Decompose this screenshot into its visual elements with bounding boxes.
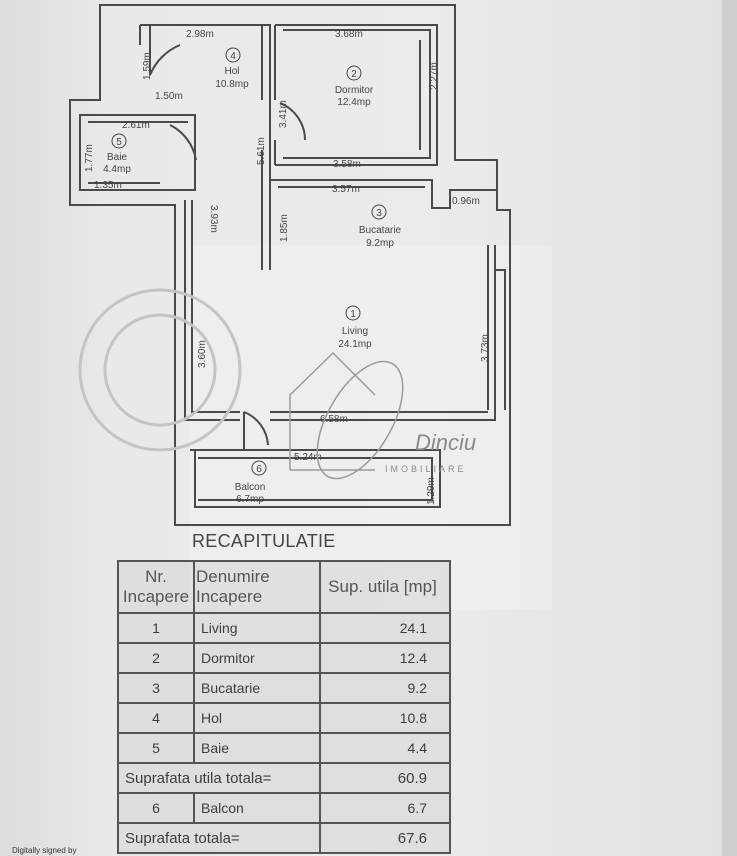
dimension: 1.59m xyxy=(142,52,153,80)
dimension: 2.98m xyxy=(186,29,214,40)
cell-name: Bucatarie xyxy=(193,672,321,704)
header-area: Sup. utila [mp] xyxy=(319,560,451,614)
dimension: 3.58m xyxy=(333,159,361,170)
room-name: Bucatarie xyxy=(359,225,402,236)
room-name: Dormitor xyxy=(335,85,374,96)
dimension-labels: 2.98m 3.68m 1.50m 2.61m 1.35m 3.58m 3.57… xyxy=(84,29,491,505)
dimension: 2.27m xyxy=(429,62,440,90)
room-area: 12.4mp xyxy=(337,97,371,108)
cell-area: 6.7 xyxy=(319,792,451,824)
room-name: Balcon xyxy=(235,482,266,493)
cell-name: Living xyxy=(193,612,321,644)
header-name: Denumire Incapere xyxy=(193,560,321,614)
dimension: 0.96m xyxy=(452,196,480,207)
dimension: 3.41m xyxy=(278,100,289,128)
dimension: 3.73m xyxy=(480,334,491,362)
room-number: 4 xyxy=(230,51,236,62)
watermark-script: Dinciu xyxy=(415,430,476,455)
room-number: 1 xyxy=(350,309,356,320)
dimension: 3.57m xyxy=(332,184,360,195)
room-number: 2 xyxy=(351,69,357,80)
room-number: 6 xyxy=(256,464,262,475)
room-number: 3 xyxy=(376,208,382,219)
cell-name: Dormitor xyxy=(193,642,321,674)
cell-name: Hol xyxy=(193,702,321,734)
dimension: 3.93m xyxy=(208,205,219,233)
room-area: 9.2mp xyxy=(366,238,394,249)
dimension: 1.50m xyxy=(155,91,183,102)
cell-area: 9.2 xyxy=(319,672,451,704)
cell-name: Balcon xyxy=(193,792,321,824)
room-area: 6.7mp xyxy=(236,494,264,505)
cell-name: Baie xyxy=(193,732,321,764)
dimension: 5.61m xyxy=(256,137,267,165)
util-total-row: Suprafata utila totala=60.9 xyxy=(117,762,451,794)
total-row: Suprafata totala=67.6 xyxy=(117,822,451,854)
digital-signature: Digitally signed by xyxy=(12,846,77,855)
total-label: Suprafata totala= xyxy=(117,822,321,854)
util-total-label: Suprafata utila totala= xyxy=(117,762,321,794)
room-area: 24.1mp xyxy=(338,339,372,350)
watermark-logo xyxy=(289,351,404,480)
cell-nr: 1 xyxy=(117,612,195,644)
cell-area: 12.4 xyxy=(319,642,451,674)
dimension: 2.61m xyxy=(122,120,150,131)
watermark-text: IMOBILIARE xyxy=(385,464,467,474)
paper-edge xyxy=(722,0,737,856)
room-number: 5 xyxy=(116,137,122,148)
room-name: Baie xyxy=(107,152,127,163)
total-value: 67.6 xyxy=(319,822,451,854)
cell-nr: 4 xyxy=(117,702,195,734)
dimension: 5.24m xyxy=(294,452,322,463)
dimension: 1.35m xyxy=(94,180,122,191)
floor-plan: 4 Hol 10.8mp 2 Dormitor 12.4mp 5 Baie 4.… xyxy=(69,4,511,526)
room-name: Living xyxy=(342,326,368,337)
dimension: 1.29m xyxy=(426,477,437,505)
cell-area: 24.1 xyxy=(319,612,451,644)
room-name: Hol xyxy=(224,66,239,77)
cell-area: 4.4 xyxy=(319,732,451,764)
cell-nr: 2 xyxy=(117,642,195,674)
room-area: 10.8mp xyxy=(215,79,249,90)
dimension: 1.77m xyxy=(84,144,95,172)
watermark-overlay xyxy=(190,245,552,610)
stamp xyxy=(78,288,242,452)
table-header: Nr. Incapere Denumire Incapere Sup. util… xyxy=(117,560,451,614)
summary-title: RECAPITULATIE xyxy=(192,531,336,551)
cell-area: 10.8 xyxy=(319,702,451,734)
cell-nr: 3 xyxy=(117,672,195,704)
util-total-value: 60.9 xyxy=(319,762,451,794)
room-area: 4.4mp xyxy=(103,164,131,175)
dimension: 3.60m xyxy=(197,340,208,368)
dimension: 3.68m xyxy=(335,29,363,40)
dimension: 1.85m xyxy=(279,214,290,242)
summary-table: Nr. Incapere Denumire Incapere Sup. util… xyxy=(117,560,451,854)
header-nr: Nr. Incapere xyxy=(117,560,195,614)
cell-nr: 6 xyxy=(117,792,195,824)
cell-nr: 5 xyxy=(117,732,195,764)
dimension: 6.58m xyxy=(320,414,348,425)
